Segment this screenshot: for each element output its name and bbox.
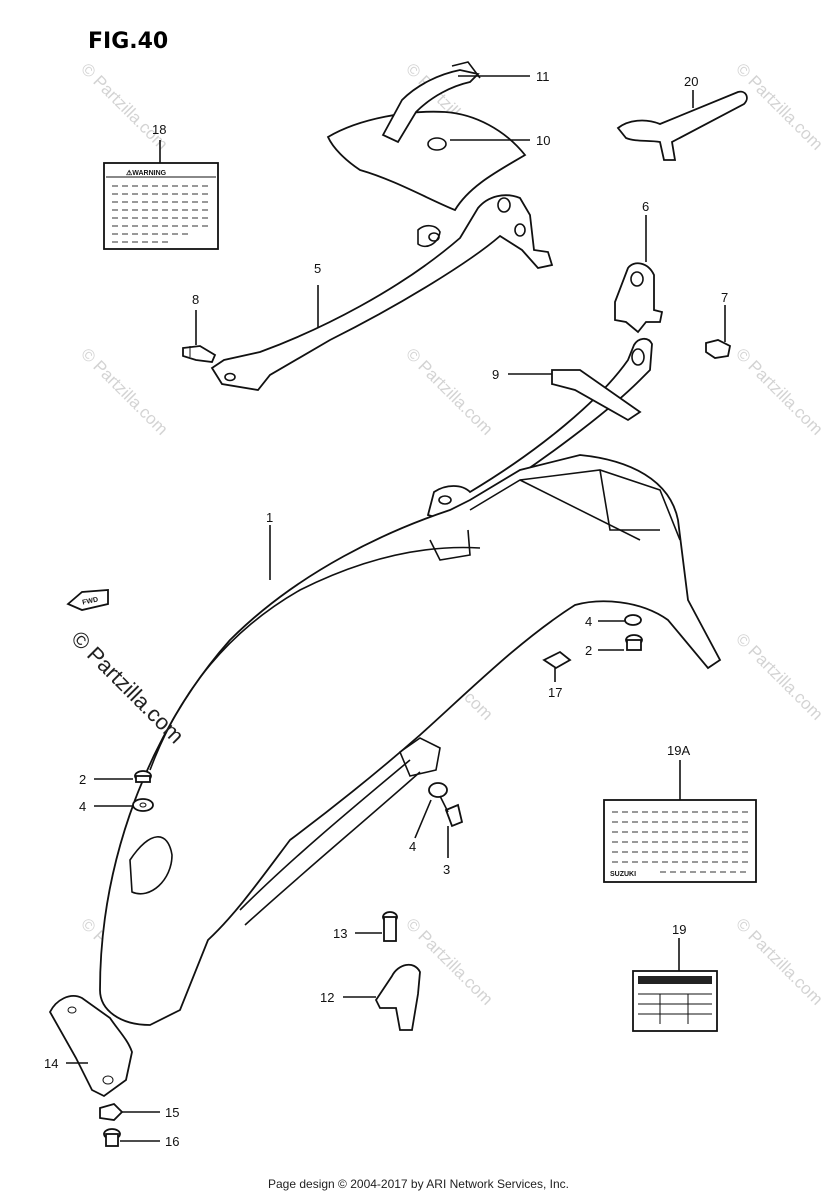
leader-lines [66, 75, 726, 1142]
part-19A-suzuki-label: SUZUKI [603, 799, 757, 883]
part-6-bracket [614, 262, 664, 334]
callout-10: 10 [536, 133, 550, 148]
part-10-cover [326, 110, 527, 212]
part-5-brace [210, 194, 554, 391]
callout-16: 16 [165, 1134, 179, 1149]
callout-6: 6 [642, 199, 649, 214]
part-1-rear-fender [99, 454, 722, 1026]
part-14-stay [48, 995, 133, 1098]
part-19-label [632, 970, 718, 1032]
callout-18: 18 [152, 122, 166, 137]
watermark-main: © Partzilla.com [66, 626, 189, 749]
callout-15: 15 [165, 1105, 179, 1120]
callout-20: 20 [684, 74, 698, 89]
callout-4-center: 4 [409, 839, 416, 854]
callout-19: 19 [672, 922, 686, 937]
warning-label-text: ⚠WARNING [126, 169, 167, 177]
part-11-strap [381, 61, 481, 144]
suzuki-label-text: SUZUKI [610, 871, 636, 878]
watermark-tile: © Partzilla.com [732, 914, 826, 1008]
watermark-tile: © Partzilla.com [77, 344, 171, 438]
callout-labels: 11 10 20 18 6 5 8 7 9 1 4 2 17 19A 2 4 4… [44, 69, 728, 1149]
callout-4-left: 4 [79, 799, 86, 814]
part-8-bolt [182, 345, 217, 363]
part-2-bolt-right [625, 634, 643, 651]
callout-7: 7 [721, 290, 728, 305]
part-3-bolt-center [439, 795, 464, 828]
callout-14: 14 [44, 1056, 58, 1071]
callout-5: 5 [314, 261, 321, 276]
part-18-warning-label: ⚠WARNING [103, 162, 219, 250]
page-footer: Page design © 2004-2017 by ARI Network S… [267, 1177, 569, 1191]
callout-12: 12 [320, 990, 334, 1005]
callout-4-right: 4 [585, 614, 592, 629]
callout-17: 17 [548, 685, 562, 700]
figure-title: FIG.40 [88, 29, 168, 54]
part-4-washer-left [132, 798, 154, 812]
callout-2-left: 2 [79, 772, 86, 787]
watermark-tile: © Partzilla.com [732, 629, 826, 723]
callout-2-right: 2 [585, 643, 592, 658]
watermark-tile: © Partzilla.com [732, 59, 826, 153]
part-7-bolt [705, 339, 732, 359]
watermark-tile: © Partzilla.com [732, 344, 826, 438]
callout-9: 9 [492, 367, 499, 382]
part-9-brace [426, 337, 653, 523]
callout-13: 13 [333, 926, 347, 941]
watermark-tile: © Partzilla.com [77, 59, 171, 153]
part-15-nut [99, 1102, 124, 1121]
fwd-arrow-text: FWD [82, 596, 99, 606]
callout-19A: 19A [667, 743, 690, 758]
callout-11: 11 [536, 69, 550, 84]
part-12-clip [374, 963, 421, 1031]
part-4-washer-center [428, 782, 448, 798]
callout-1: 1 [266, 510, 273, 525]
part-4-washer-right [624, 614, 642, 626]
part-16-bolt [103, 1128, 121, 1147]
callout-8: 8 [192, 292, 199, 307]
watermark-tile: © Partzilla.com [402, 344, 496, 438]
part-13-bolt [382, 911, 398, 942]
part-20-wrench [616, 90, 748, 161]
part-2-bolt-left [134, 770, 152, 783]
fwd-arrow-icon: FWD [66, 589, 109, 611]
part-17-tag [542, 650, 572, 670]
callout-3: 3 [443, 862, 450, 877]
